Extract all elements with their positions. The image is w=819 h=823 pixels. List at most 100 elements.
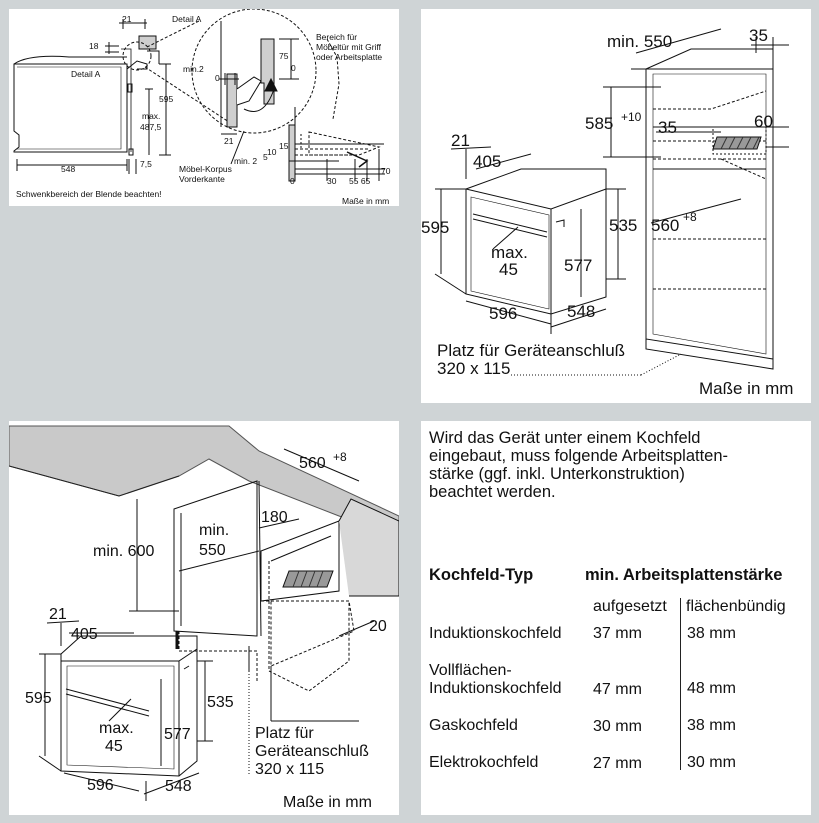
dim-7-5: 7,5 [140, 159, 152, 169]
dim-577: 577 [564, 256, 592, 275]
row-value: 30 mm [687, 754, 736, 771]
dim-18: 18 [89, 41, 99, 51]
units-label: Maße in mm [342, 196, 389, 206]
dim-596: 596 [489, 304, 517, 323]
platz-label: Geräteanschluß [255, 743, 369, 760]
dim-595: 595 [159, 94, 173, 104]
row-value: 38 mm [687, 625, 736, 642]
dim-min2: min.2 [183, 64, 204, 74]
dim-405: 405 [473, 152, 501, 171]
tall-cabinet-diagram: min. 550 35 585 +10 35 60 21 405 595 535… [421, 26, 793, 398]
intro-line: stärke (ggf. inkl. Unterkonstruktion) [429, 465, 685, 483]
worktop-thickness-panel: Wird das Gerät unter einem Kochfeld eing… [421, 421, 811, 815]
row-value: 38 mm [687, 717, 736, 734]
dim-20: 20 [369, 618, 387, 635]
detail-diagram-panel: 21 Detail A 18 Detail A 595 max. 487,5 5… [9, 9, 399, 206]
bereich-label: Bereich für [316, 32, 357, 42]
dim-zero: 0 [291, 63, 296, 73]
dim-45: 45 [105, 738, 123, 755]
dim-max: max. [99, 720, 134, 737]
dim-21: 21 [122, 14, 132, 24]
dim-596: 596 [87, 777, 114, 794]
row-type: Vollflächen- [429, 662, 512, 679]
units-label: Maße in mm [283, 794, 372, 811]
platz-label: Platz für [255, 725, 314, 742]
dim-zero: 0 [215, 73, 220, 83]
axis-0: 0 [290, 176, 295, 186]
dim-min-2: min. 2 [234, 156, 257, 166]
detail-a-title: Detail A [172, 14, 202, 24]
dim-560: 560 [299, 455, 326, 472]
dim-548: 548 [165, 778, 192, 795]
dim-535: 535 [609, 216, 637, 235]
dim-min: min. [199, 522, 229, 539]
intro-line: Wird das Gerät unter einem Kochfeld [429, 429, 701, 447]
row-type: Induktionskochfeld [429, 625, 562, 642]
moebel-label: Möbel-Korpus [179, 164, 232, 174]
detail-diagram: 21 Detail A 18 Detail A 595 max. 487,5 5… [13, 9, 391, 206]
dim-487-5: 487,5 [140, 122, 162, 132]
under-worktop-panel: 560 +8 min. 550 180 min. 600 20 21 405 5… [9, 421, 399, 815]
column-divider [680, 598, 681, 770]
bereich-label: oder Arbeitsplatte [316, 52, 382, 62]
row-type: Gaskochfeld [429, 717, 518, 734]
dim-21: 21 [451, 131, 470, 150]
dim-5: 5 [263, 152, 268, 162]
dim-10: 10 [267, 147, 277, 157]
platz-label: 320 x 115 [255, 761, 324, 778]
bereich-label: Möbeltür mit Griff [316, 42, 382, 52]
dim-560-tolerance: +8 [683, 210, 697, 224]
header-kochfeld-typ: Kochfeld-Typ [429, 566, 534, 584]
dim-548: 548 [567, 302, 595, 321]
detail-a-circle [191, 9, 317, 134]
dim-560: 560 [651, 216, 679, 235]
dim-535: 535 [207, 694, 234, 711]
worktop-piece [138, 35, 157, 50]
platz-label: Platz für Geräteanschluß [437, 341, 625, 360]
dim-21: 21 [224, 136, 234, 146]
intro-line: eingebaut, muss folgende Arbeitsplatten- [429, 447, 729, 465]
oven-side-outline [13, 63, 128, 153]
tall-cabinet-panel: min. 550 35 585 +10 35 60 21 405 595 535… [421, 9, 811, 403]
axis-30: 30 [327, 176, 337, 186]
dim-15: 15 [279, 141, 289, 151]
dim-max: max. [142, 111, 160, 121]
detail-a-pointer: Detail A [71, 69, 101, 79]
dim-35: 35 [749, 26, 768, 45]
row-type: Induktionskochfeld [429, 680, 562, 697]
warning-text: Schwenkbereich der Blende beachten! [16, 189, 162, 199]
dim-45: 45 [499, 260, 518, 279]
dim-min-600: min. 600 [93, 543, 154, 560]
row-value: 48 mm [687, 680, 736, 697]
axis-70: 70 [381, 166, 391, 176]
platz-label: 320 x 115 [437, 359, 510, 378]
dim-75: 75 [279, 51, 289, 61]
dim-180: 180 [261, 509, 288, 526]
subheader-flaechenbuendig: flächenbündig [686, 598, 786, 615]
dim-595: 595 [25, 690, 52, 707]
dim-21: 21 [49, 606, 67, 623]
row-value: 37 mm [593, 625, 642, 642]
intro-line: beachtet werden. [429, 483, 556, 501]
dim-585-tolerance: +10 [621, 110, 642, 124]
row-value: 30 mm [593, 718, 642, 735]
intro-text: Wird das Gerät unter einem Kochfeld eing… [429, 429, 789, 501]
dim-min-550: min. 550 [607, 32, 672, 51]
dim-405: 405 [71, 626, 98, 643]
dim-585: 585 [585, 114, 613, 133]
dim-550: 550 [199, 542, 226, 559]
under-worktop-diagram: 560 +8 min. 550 180 min. 600 20 21 405 5… [9, 425, 399, 811]
dim-max: max. [491, 243, 528, 262]
dim-548: 548 [61, 164, 75, 174]
row-type: Elektrokochfeld [429, 754, 539, 771]
units-label: Maße in mm [699, 379, 793, 398]
subheader-aufgesetzt: aufgesetzt [593, 598, 667, 615]
dim-577: 577 [164, 726, 191, 743]
row-value: 47 mm [593, 681, 642, 698]
dim-60: 60 [754, 112, 773, 131]
row-value: 27 mm [593, 755, 642, 772]
dim-560-tolerance: +8 [333, 450, 347, 464]
header-min-thickness: min. Arbeitsplattenstärke [585, 566, 783, 584]
axis-55-65: 55 65 [349, 176, 371, 186]
moebel-label: Vorderkante [179, 174, 225, 184]
